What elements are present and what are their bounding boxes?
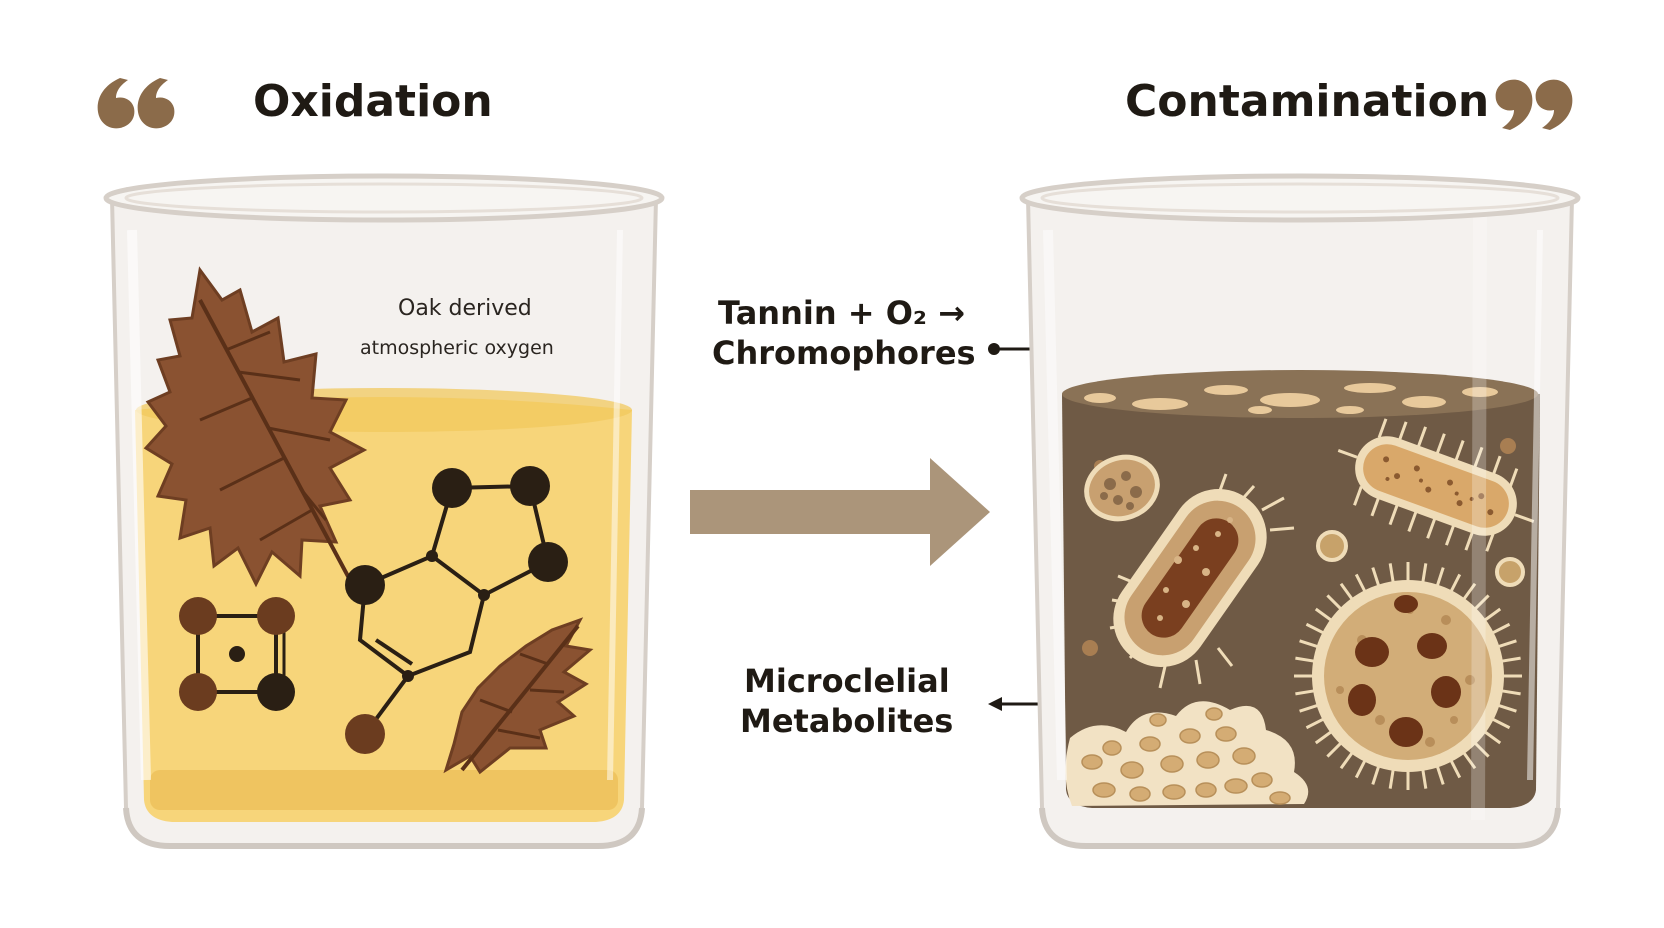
oxidation-beaker	[103, 173, 665, 849]
microbe-spike	[1354, 573, 1367, 593]
microbe-spike	[1314, 730, 1333, 745]
reaction-label: Tannin + O₂ →	[718, 294, 965, 332]
metabolites-label: Metabolites	[740, 702, 953, 740]
bacterium-icon	[1294, 562, 1522, 790]
microbe-spike	[1491, 622, 1511, 635]
molecule-icon	[345, 466, 568, 754]
microbe-spike	[1326, 741, 1343, 758]
contamination-title: Contamination	[1125, 76, 1489, 127]
metabolites-leader-arrowhead	[988, 697, 1002, 711]
microbe-spike	[1500, 689, 1521, 696]
microbe-spike	[1299, 639, 1320, 649]
microbe-spike	[1299, 703, 1320, 713]
microbe-spike	[1473, 594, 1490, 611]
microbe-spike	[1371, 567, 1381, 588]
arrow-icon	[690, 458, 990, 566]
microbe-spike	[1339, 751, 1354, 770]
microbe-spike	[1496, 639, 1517, 649]
microbe-spike	[1483, 730, 1502, 745]
microbe-spike	[1449, 573, 1462, 593]
microbe-spike	[1326, 594, 1343, 611]
bacterium-icon	[1337, 418, 1535, 552]
microbe-spike	[1339, 582, 1354, 601]
microbe-spike	[1435, 567, 1445, 588]
atmospheric-oxygen-label: atmospheric oxygen	[360, 337, 554, 359]
bacterium-icon	[1109, 473, 1295, 689]
oxidation-title: Oxidation	[253, 76, 493, 127]
microclelial-label: Microclelial	[744, 662, 950, 700]
contamination-beaker	[1019, 173, 1581, 849]
microbe-spike	[1314, 607, 1333, 622]
microbe-spike	[1491, 717, 1511, 730]
leaf-icon	[143, 266, 368, 588]
chromophores-leader-dot	[988, 343, 1000, 355]
molecule-icon	[179, 597, 295, 711]
microbe-spike	[1473, 741, 1490, 758]
microbe-spike	[1500, 656, 1521, 663]
microbe-spike	[1388, 768, 1395, 789]
microbe-spike	[1435, 764, 1445, 785]
microbe-spike	[1421, 768, 1428, 789]
bacterium-icon	[1084, 454, 1160, 522]
microbe-spike	[1305, 717, 1325, 730]
microbe-spike	[1462, 582, 1477, 601]
leaf-icon	[443, 617, 594, 775]
open-quote-icon	[97, 78, 175, 129]
microbe-spike	[1295, 656, 1316, 663]
close-quote-icon	[1495, 79, 1573, 130]
microbe-spike	[1462, 751, 1477, 770]
microbe-spike	[1421, 563, 1428, 584]
microbe-spike	[1483, 607, 1502, 622]
microbe-spike	[1295, 689, 1316, 696]
microbe-spike	[1354, 759, 1367, 779]
chromophores-label: Chromophores	[712, 334, 976, 372]
oak-derived-label: Oak derived	[398, 296, 532, 321]
microbe-spike	[1449, 759, 1462, 779]
microbe-spike	[1496, 703, 1517, 713]
microbe-spike	[1388, 563, 1395, 584]
microbe-spike	[1305, 622, 1325, 635]
sediment-icon	[1065, 701, 1309, 806]
microbe-spike	[1371, 764, 1381, 785]
